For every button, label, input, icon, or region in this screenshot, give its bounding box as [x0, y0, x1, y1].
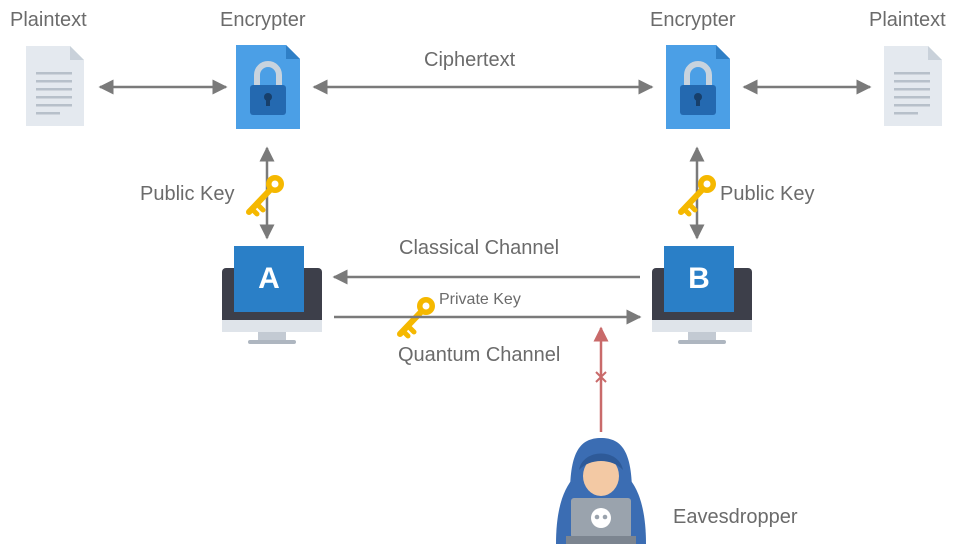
encrypter-right-lock-file-icon [666, 45, 730, 129]
plaintext-right-label: Plaintext [869, 9, 946, 31]
encrypter-right-label: Encrypter [650, 9, 736, 31]
quantum-channel-label: Quantum Channel [398, 344, 561, 366]
private-key-label: Private Key [439, 291, 521, 308]
plaintext-right-document-icon [884, 46, 942, 126]
blocked-cross-icon [595, 371, 607, 383]
classical-channel-label: Classical Channel [399, 237, 560, 259]
public-key-left-label: Public Key [140, 183, 235, 205]
encrypter-left-lock-file-icon [236, 45, 300, 129]
eavesdropper-hacker-icon [556, 438, 646, 544]
computer-b-label: B [688, 262, 710, 295]
eavesdropper-label: Eavesdropper [673, 506, 798, 528]
plaintext-left-document-icon [26, 46, 84, 126]
public-key-right-key-icon [681, 175, 716, 214]
encrypter-left-label: Encrypter [220, 9, 306, 31]
ciphertext-label: Ciphertext [424, 49, 516, 71]
computer-a-label: A [258, 262, 280, 295]
public-key-right-label: Public Key [720, 183, 815, 205]
plaintext-left-label: Plaintext [10, 9, 87, 31]
